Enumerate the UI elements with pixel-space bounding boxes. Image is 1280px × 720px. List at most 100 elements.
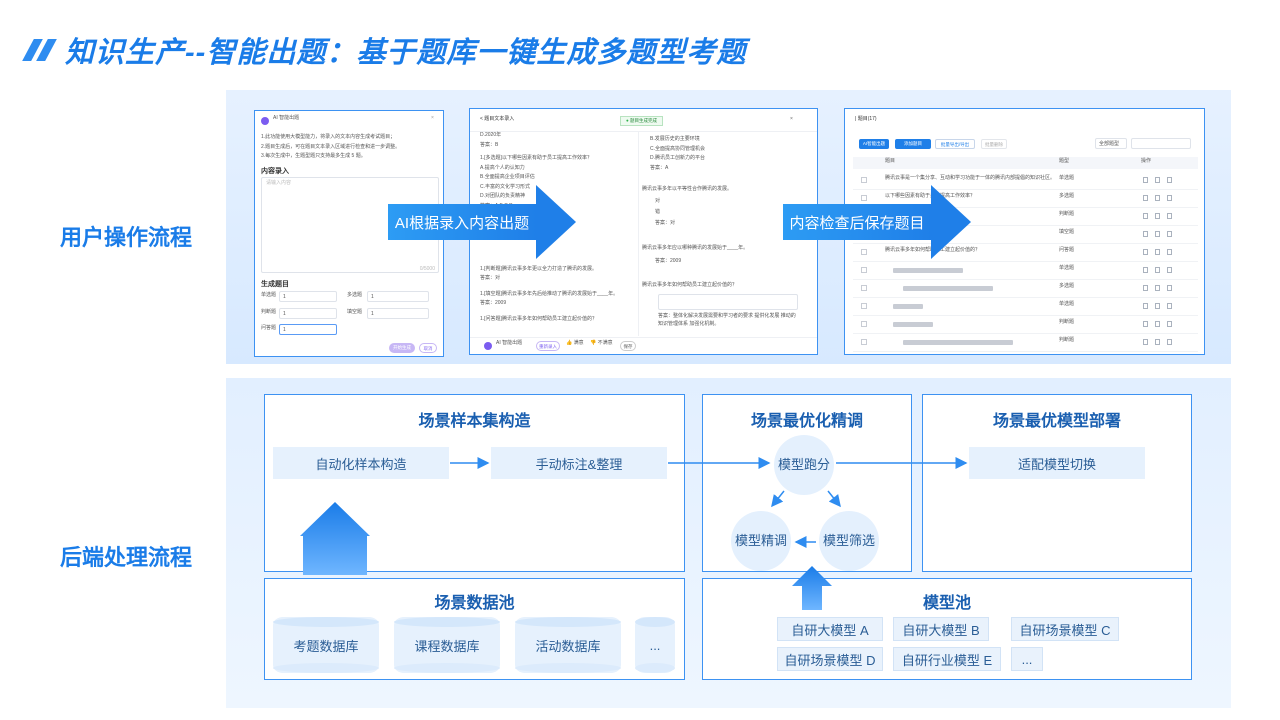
copy-icon[interactable]: [1155, 267, 1160, 273]
reenter-button[interactable]: 重新录入: [536, 341, 560, 351]
edit-icon[interactable]: [1143, 321, 1148, 327]
search-input[interactable]: [1131, 138, 1191, 149]
table-row[interactable]: 以下哪些因素有助于员工提高工作效率？多选题: [853, 190, 1198, 208]
delete-icon[interactable]: [1167, 285, 1172, 291]
edit-icon[interactable]: [1143, 249, 1148, 255]
q6-answer-box[interactable]: [658, 294, 798, 310]
copy-icon[interactable]: [1155, 195, 1160, 201]
model-switch-node: 适配模型切换: [969, 447, 1145, 479]
row-checkbox[interactable]: [861, 249, 867, 255]
table-row[interactable]: 单选题: [853, 298, 1198, 316]
copy-icon[interactable]: [1155, 231, 1160, 237]
score-node: 模型跑分: [774, 435, 834, 495]
cancel-button[interactable]: 取消: [419, 343, 437, 353]
copy-icon[interactable]: [1155, 303, 1160, 309]
type-filter-select[interactable]: 全部题型: [1095, 138, 1127, 149]
edit-icon[interactable]: [1143, 303, 1148, 309]
save-button[interactable]: 保存: [620, 341, 636, 351]
model-item: 自研场景模型 C: [1011, 617, 1119, 641]
delete-icon[interactable]: [1167, 213, 1172, 219]
box-title: 场景最优模型部署: [992, 413, 1121, 430]
edit-icon[interactable]: [1143, 267, 1148, 273]
up-arrow-data-pool: [300, 502, 370, 575]
copy-icon[interactable]: [1155, 285, 1160, 291]
tune-node: 模型精调: [731, 511, 791, 571]
like-button[interactable]: 👍 满意: [566, 340, 584, 346]
row-type: 填空题: [1059, 229, 1075, 235]
entry-line: C.丰富的文化学习形式: [480, 183, 531, 190]
table-row[interactable]: 腾讯云事是一个集分享、互动和学习功能于一体的腾讯内部提倡的知识社区。该生...单…: [853, 172, 1198, 190]
entry-line: 答案：对: [480, 275, 501, 281]
ai-question-tab[interactable]: AI智能出题: [859, 139, 889, 149]
copy-icon[interactable]: [1155, 177, 1160, 183]
gen-label: 生成题目: [261, 281, 289, 288]
row-checkbox[interactable]: [861, 267, 867, 273]
copy-icon[interactable]: [1155, 339, 1160, 345]
arrow-ai-generate: AI根据录入内容出题: [388, 185, 576, 259]
edit-icon[interactable]: [1143, 177, 1148, 183]
manual-annotate-node: 手动标注&整理: [491, 447, 667, 479]
dislike-button[interactable]: 👎 不满意: [590, 340, 613, 346]
field-label-fill: 填空题: [347, 309, 363, 315]
tip-line: 1.此功能使用大模型能力，将录入的文本内容生成考试题目；: [261, 134, 396, 140]
delete-icon[interactable]: [1167, 177, 1172, 183]
q4-text: 腾讯云事多年以平等性合作腾讯的发展。: [642, 186, 733, 192]
auto-sample-node: 自动化样本构造: [273, 447, 449, 479]
q4-option[interactable]: 对: [655, 198, 661, 204]
delete-icon[interactable]: [1167, 321, 1172, 327]
start-generate-button[interactable]: 开始生成: [389, 343, 415, 353]
row-checkbox[interactable]: [861, 195, 867, 201]
qa-input[interactable]: 1: [279, 324, 337, 335]
ai-tab[interactable]: AI 智能出题: [496, 340, 523, 346]
content-placeholder: 请输入内容: [266, 180, 292, 186]
batch-export-button[interactable]: 批量导出/导出: [935, 139, 975, 149]
fill-blank-input[interactable]: 1: [367, 308, 429, 319]
ai-logo-icon: [484, 342, 492, 350]
edit-icon[interactable]: [1143, 231, 1148, 237]
data-pool-box: 场景数据池 考题数据库 课程数据库 活动数据库 ...: [264, 578, 685, 680]
table-row[interactable]: 单选题: [853, 262, 1198, 280]
close-icon[interactable]: ×: [790, 116, 793, 122]
model-item: 自研场景模型 D: [777, 647, 883, 671]
judge-input[interactable]: 1: [279, 308, 337, 319]
row-checkbox[interactable]: [861, 303, 867, 309]
multi-choice-input[interactable]: 1: [367, 291, 429, 302]
batch-delete-button[interactable]: 批量删除: [981, 139, 1007, 149]
delete-icon[interactable]: [1167, 195, 1172, 201]
delete-icon[interactable]: [1167, 267, 1172, 273]
redacted-text: [903, 286, 993, 291]
flow-connectors: [300, 457, 968, 610]
q5-answer: 答案：2009: [655, 258, 682, 264]
copy-icon[interactable]: [1155, 213, 1160, 219]
delete-icon[interactable]: [1167, 303, 1172, 309]
add-question-button[interactable]: 添加题目: [895, 139, 931, 149]
delete-icon[interactable]: [1167, 249, 1172, 255]
row-checkbox[interactable]: [861, 177, 867, 183]
row-type: 判断题: [1059, 337, 1075, 343]
table-row[interactable]: 多选题: [853, 280, 1198, 298]
edit-icon[interactable]: [1143, 285, 1148, 291]
q4-option[interactable]: 错: [655, 209, 661, 215]
entry-line: 1.[多选题]以下哪些因素有助于员工提高工作效率？: [480, 155, 592, 161]
row-checkbox[interactable]: [861, 339, 867, 345]
edit-icon[interactable]: [1143, 339, 1148, 345]
row-type: 判断题: [1059, 211, 1075, 217]
entry-line: 答案：2009: [480, 300, 507, 306]
section-label-backend-flow: 后端处理流程: [60, 545, 193, 570]
copy-icon[interactable]: [1155, 249, 1160, 255]
q4-answer: 答案：对: [655, 220, 676, 226]
table-row[interactable]: 判断题: [853, 316, 1198, 334]
q5-text: 腾讯云事多年应以哪种腾讯的发展始于____年。: [642, 245, 749, 251]
single-choice-input[interactable]: 1: [279, 291, 337, 302]
delete-icon[interactable]: [1167, 231, 1172, 237]
row-question: 腾讯云事是一个集分享、互动和学习功能于一体的腾讯内部提倡的知识社区。该生...: [885, 175, 1055, 181]
check-icon: ●: [626, 118, 629, 123]
row-checkbox[interactable]: [861, 321, 867, 327]
row-checkbox[interactable]: [861, 285, 867, 291]
edit-icon[interactable]: [1143, 195, 1148, 201]
close-icon[interactable]: ×: [431, 115, 434, 121]
delete-icon[interactable]: [1167, 339, 1172, 345]
table-row[interactable]: 判断题: [853, 334, 1198, 352]
edit-icon[interactable]: [1143, 213, 1148, 219]
copy-icon[interactable]: [1155, 321, 1160, 327]
